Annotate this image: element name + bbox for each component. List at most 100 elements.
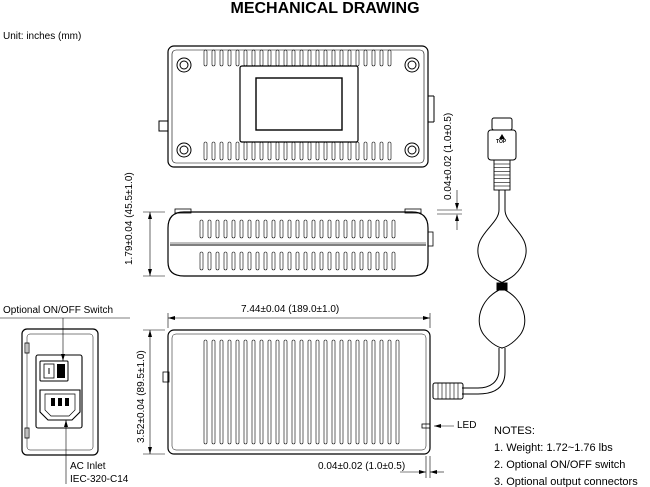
heatsink-fin	[379, 339, 384, 445]
heatsink-fin	[299, 141, 304, 161]
heatsink-fin	[315, 49, 320, 67]
heatsink-fin	[263, 219, 268, 239]
heatsink-fin	[299, 49, 304, 67]
heatsink-fin	[355, 141, 360, 161]
heatsink-fin	[227, 141, 232, 161]
heatsink-fin	[371, 49, 376, 67]
top-view-fins-upper	[203, 49, 392, 67]
heatsink-fin	[339, 339, 344, 445]
notes-block: NOTES: 1. Weight: 1.72~1.76 lbs 2. Optio…	[494, 423, 638, 487]
heatsink-fin	[223, 251, 228, 271]
side-view-fins-lower	[199, 251, 396, 271]
heatsink-fin	[255, 251, 260, 271]
heatsink-fin	[267, 49, 272, 67]
ac-inlet-type-label: IEC-320-C14	[70, 474, 129, 485]
heatsink-fin	[227, 49, 232, 67]
heatsink-fin	[339, 49, 344, 67]
gap-horizontal-dimension: 0.04±0.02 (1.0±0.5)	[318, 461, 406, 472]
heatsink-fin	[391, 219, 396, 239]
heatsink-fin	[307, 141, 312, 161]
heatsink-fin	[383, 219, 388, 239]
heatsink-fin	[243, 141, 248, 161]
heatsink-fin	[371, 339, 376, 445]
heatsink-fin	[239, 219, 244, 239]
heatsink-fin	[291, 141, 296, 161]
heatsink-fin	[251, 49, 256, 67]
heatsink-fin	[311, 219, 316, 239]
end-view	[0, 317, 130, 484]
heatsink-fin	[331, 141, 336, 161]
ac-inlet-label: AC Inlet	[70, 461, 106, 472]
heatsink-fin	[339, 141, 344, 161]
heatsink-fin	[295, 251, 300, 271]
heatsink-fin	[259, 141, 264, 161]
heatsink-fin	[235, 49, 240, 67]
heatsink-fin	[363, 49, 368, 67]
side-view	[143, 208, 434, 277]
heatsink-fin	[235, 339, 240, 445]
heatsink-fin	[203, 339, 208, 445]
heatsink-fin	[323, 141, 328, 161]
heatsink-fin	[251, 339, 256, 445]
heatsink-fin	[363, 141, 368, 161]
heatsink-fin	[247, 219, 252, 239]
bottom-view	[143, 313, 454, 478]
heatsink-fin	[371, 141, 376, 161]
note-item: 3. Optional output connectors	[494, 476, 638, 487]
heatsink-fin	[275, 339, 280, 445]
heatsink-fin	[387, 49, 392, 67]
bottom-view-fins	[203, 339, 400, 445]
heatsink-fin	[239, 251, 244, 271]
heatsink-fin	[343, 251, 348, 271]
heatsink-fin	[395, 339, 400, 445]
heatsink-fin	[267, 339, 272, 445]
heatsink-fin	[223, 219, 228, 239]
heatsink-fin	[363, 339, 368, 445]
heatsink-fin	[207, 251, 212, 271]
heatsink-fin	[355, 49, 360, 67]
height-dimension: 1.79±0.04 (45.5±1.0)	[124, 172, 135, 265]
drawing-title: MECHANICAL DRAWING	[230, 0, 420, 17]
length-dimension: 7.44±0.04 (189.0±1.0)	[241, 304, 340, 315]
heatsink-fin	[271, 251, 276, 271]
heatsink-fin	[375, 219, 380, 239]
unit-label: Unit: inches (mm)	[3, 31, 82, 42]
heatsink-fin	[359, 251, 364, 271]
heatsink-fin	[303, 219, 308, 239]
heatsink-fin	[231, 251, 236, 271]
note-item: 1. Weight: 1.72~1.76 lbs	[494, 442, 613, 454]
switch-label: Optional ON/OFF Switch	[3, 305, 114, 316]
heatsink-fin	[275, 49, 280, 67]
heatsink-fin	[387, 339, 392, 445]
side-view-fins-upper	[199, 219, 396, 239]
heatsink-fin	[259, 49, 264, 67]
heatsink-fin	[199, 219, 204, 239]
heatsink-fin	[331, 339, 336, 445]
notes-heading: NOTES:	[494, 425, 535, 437]
heatsink-fin	[211, 339, 216, 445]
heatsink-fin	[251, 141, 256, 161]
heatsink-fin	[351, 219, 356, 239]
heatsink-fin	[219, 141, 224, 161]
heatsink-fin	[243, 49, 248, 67]
heatsink-fin	[231, 219, 236, 239]
heatsink-fin	[295, 219, 300, 239]
heatsink-fin	[331, 49, 336, 67]
heatsink-fin	[355, 339, 360, 445]
heatsink-fin	[311, 251, 316, 271]
heatsink-fin	[379, 49, 384, 67]
heatsink-fin	[307, 339, 312, 445]
heatsink-fin	[211, 49, 216, 67]
heatsink-fin	[335, 251, 340, 271]
heatsink-fin	[279, 219, 284, 239]
heatsink-fin	[203, 49, 208, 67]
heatsink-fin	[219, 339, 224, 445]
heatsink-fin	[279, 251, 284, 271]
heatsink-fin	[275, 141, 280, 161]
heatsink-fin	[207, 219, 212, 239]
top-view	[158, 45, 462, 230]
heatsink-fin	[267, 141, 272, 161]
heatsink-fin	[271, 219, 276, 239]
heatsink-fin	[299, 339, 304, 445]
